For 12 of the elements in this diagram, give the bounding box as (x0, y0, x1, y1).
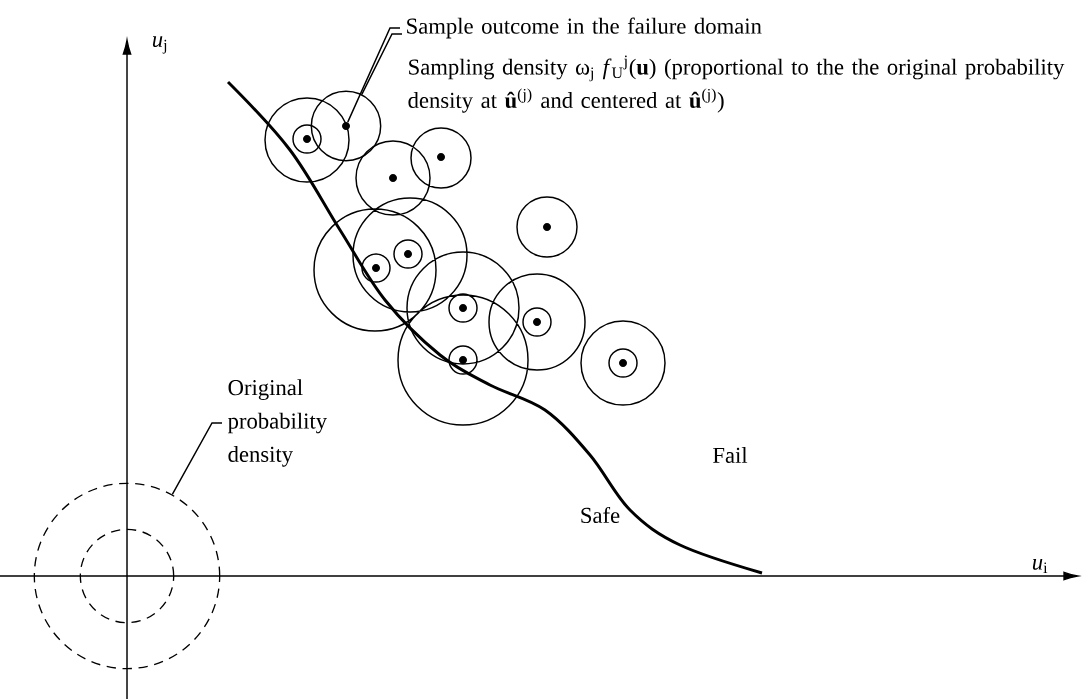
annotation-text: Sampling density ω$_{j}$ f$_{U}$$^{j}$(u) (proportional to the the original probability density at û$^{(j)}$ and centered at û$^{(j)}$) (408, 55, 1065, 113)
axis-label: u$_{j}$ (152, 36, 167, 54)
region-label: Fail (713, 447, 748, 463)
axis-label: u$_{i}$ (1032, 559, 1048, 573)
dashed-circle (33, 482, 221, 670)
annotation-text: Original probability density (227, 379, 327, 467)
leader-line (171, 422, 223, 496)
region-label: Safe (581, 506, 620, 524)
sampling-circle (310, 90, 382, 162)
leader-line (347, 27, 401, 123)
annotation-text: Sample outcome in the failure domain (407, 17, 762, 39)
leader-line (361, 33, 403, 96)
